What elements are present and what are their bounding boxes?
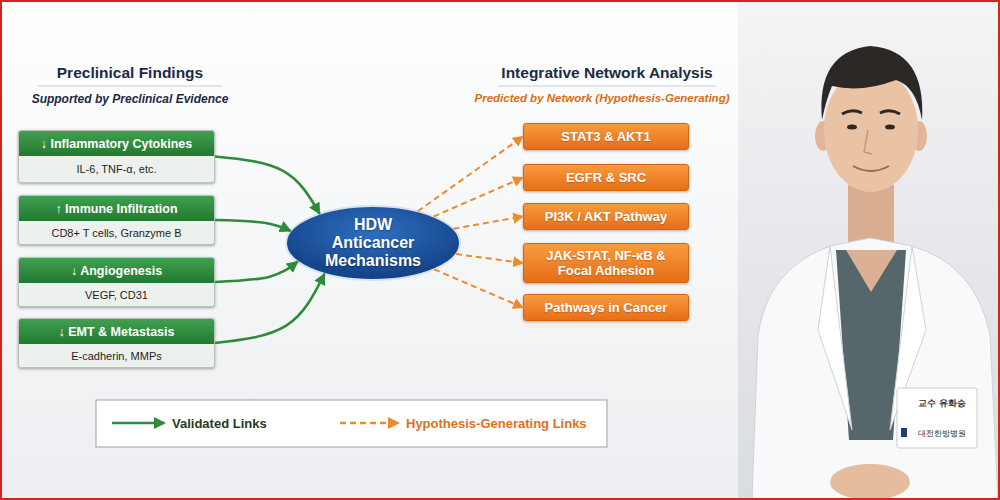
legend-text: Validated Links <box>172 416 267 431</box>
hypothesis-link <box>456 254 523 263</box>
pathway-box: STAT3 & AKT1 <box>523 123 689 150</box>
pathway-label: PI3K / AKT Pathway <box>545 209 667 224</box>
legend-entry: Validated Links <box>110 414 267 432</box>
portrait-hands <box>830 464 910 500</box>
pathway-box: JAK-STAT, NF-κB & Focal Adhesion <box>523 243 689 283</box>
finding-heading: ↓ Inflammatory Cytokines <box>19 131 214 156</box>
finding-detail: IL-6, TNF-α, etc. <box>19 156 214 182</box>
hypothesis-link <box>453 217 523 229</box>
legend-text: Hypothesis-Generating Links <box>406 416 587 431</box>
hypothesis-link <box>434 178 523 217</box>
column-heading: Preclinical Findings <box>20 64 240 82</box>
finding-heading: ↓ Angiogenesis <box>19 258 214 283</box>
photo-background <box>738 0 1000 500</box>
portrait-neckline <box>846 250 897 292</box>
pathway-label: Pathways in Cancer <box>545 300 668 315</box>
badge-text: 교수 유화승 <box>909 398 975 410</box>
portrait-coat <box>752 238 998 500</box>
badge-text: 대전한방병원 <box>909 428 975 439</box>
hypothesis-link <box>434 269 523 307</box>
finding-box: ↓ EMT & MetastasisE-cadherin, MMPs <box>18 318 215 368</box>
finding-detail: E-cadherin, MMPs <box>19 344 214 367</box>
portrait-lapel <box>818 246 852 430</box>
ellipse-shape <box>286 206 460 280</box>
pathway-box: EGFR & SRC <box>523 164 689 191</box>
legend-entry: Hypothesis-Generating Links <box>338 414 587 432</box>
portrait-eyebrow <box>880 111 900 114</box>
hub-label: HDW Anticancer Mechanisms <box>318 216 428 270</box>
validated-link <box>215 157 320 214</box>
portrait-hair <box>821 46 922 120</box>
legend-arrowhead <box>388 417 400 429</box>
finding-heading: ↑ Immune Infiltration <box>19 196 214 221</box>
name-badge <box>897 388 977 448</box>
pathway-label: JAK-STAT, NF-κB & Focal Adhesion <box>545 248 667 278</box>
portrait-eyebrow <box>842 111 862 114</box>
portrait-eye <box>885 125 895 130</box>
finding-heading: ↓ EMT & Metastasis <box>19 319 214 344</box>
finding-detail: VEGF, CD31 <box>19 283 214 306</box>
portrait-eye <box>847 125 857 130</box>
hub-ellipse: HDW Anticancer Mechanisms <box>284 204 462 282</box>
heading-rule <box>498 86 716 87</box>
portrait-nose <box>864 130 872 154</box>
validated-link <box>215 220 291 231</box>
hypothesis-link <box>418 137 523 212</box>
legend-arrowhead <box>154 417 166 429</box>
column-heading: Integrative Network Analysis <box>480 64 734 82</box>
portrait-mouth <box>853 166 889 171</box>
column-subtitle: Predicted by Network (Hypothesis-Generat… <box>462 92 742 104</box>
pathway-box: Pathways in Cancer <box>523 294 689 321</box>
validated-link <box>215 274 324 343</box>
pathway-box: PI3K / AKT Pathway <box>523 203 689 230</box>
pathway-label: EGFR & SRC <box>566 170 646 185</box>
finding-detail: CD8+ T cells, Granzyme B <box>19 221 214 244</box>
legend-sample <box>110 414 166 432</box>
pathway-label: STAT3 & AKT1 <box>561 129 650 144</box>
column-subtitle: Supported by Preclinical Evidence <box>20 92 240 106</box>
legend-sample <box>338 414 400 432</box>
finding-box: ↓ AngiogenesisVEGF, CD31 <box>18 257 215 307</box>
diagram-panel <box>0 0 738 500</box>
finding-box: ↓ Inflammatory CytokinesIL-6, TNF-α, etc… <box>18 130 215 183</box>
badge-logo <box>901 428 907 437</box>
finding-box: ↑ Immune InfiltrationCD8+ T cells, Granz… <box>18 195 215 245</box>
legend-frame <box>96 400 607 447</box>
heading-rule <box>38 86 222 87</box>
validated-link <box>215 262 298 282</box>
